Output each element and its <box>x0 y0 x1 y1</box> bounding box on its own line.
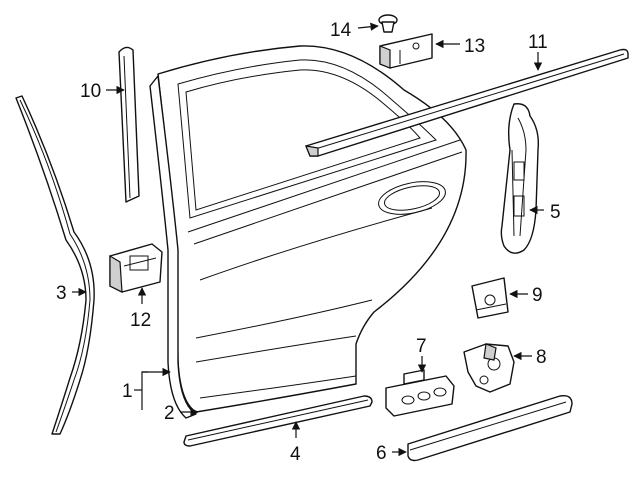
callout-10: 10 <box>80 81 101 102</box>
handle-bracket <box>500 103 540 254</box>
leader-lines <box>72 22 544 457</box>
callout-8: 8 <box>536 347 547 368</box>
callout-14: 14 <box>330 20 352 41</box>
lock-plate <box>471 277 509 319</box>
callout-3: 3 <box>56 283 67 304</box>
callout-7: 7 <box>416 336 427 357</box>
lock-actuator <box>385 369 455 417</box>
window-channel-trim <box>118 46 140 203</box>
mounting-bracket <box>379 33 433 69</box>
door-latch <box>463 343 515 393</box>
callout-1: 1 <box>122 381 133 402</box>
callout-4: 4 <box>290 444 301 465</box>
belt-molding <box>305 48 629 157</box>
callout-labels: 14 13 11 10 5 3 12 9 7 8 1 2 4 6 <box>56 20 561 465</box>
callout-9: 9 <box>532 285 543 306</box>
door-molding-strip <box>183 395 373 447</box>
callout-13: 13 <box>464 36 485 57</box>
callout-12: 12 <box>130 310 151 331</box>
door-seal-strip <box>15 95 95 435</box>
callout-6: 6 <box>376 443 387 464</box>
rear-door-shell <box>149 45 467 419</box>
door-check-block <box>109 243 163 294</box>
callout-2: 2 <box>164 403 175 424</box>
callout-5: 5 <box>550 202 561 223</box>
lower-side-molding <box>407 394 573 462</box>
callout-11: 11 <box>528 32 548 53</box>
push-clip <box>378 14 398 33</box>
